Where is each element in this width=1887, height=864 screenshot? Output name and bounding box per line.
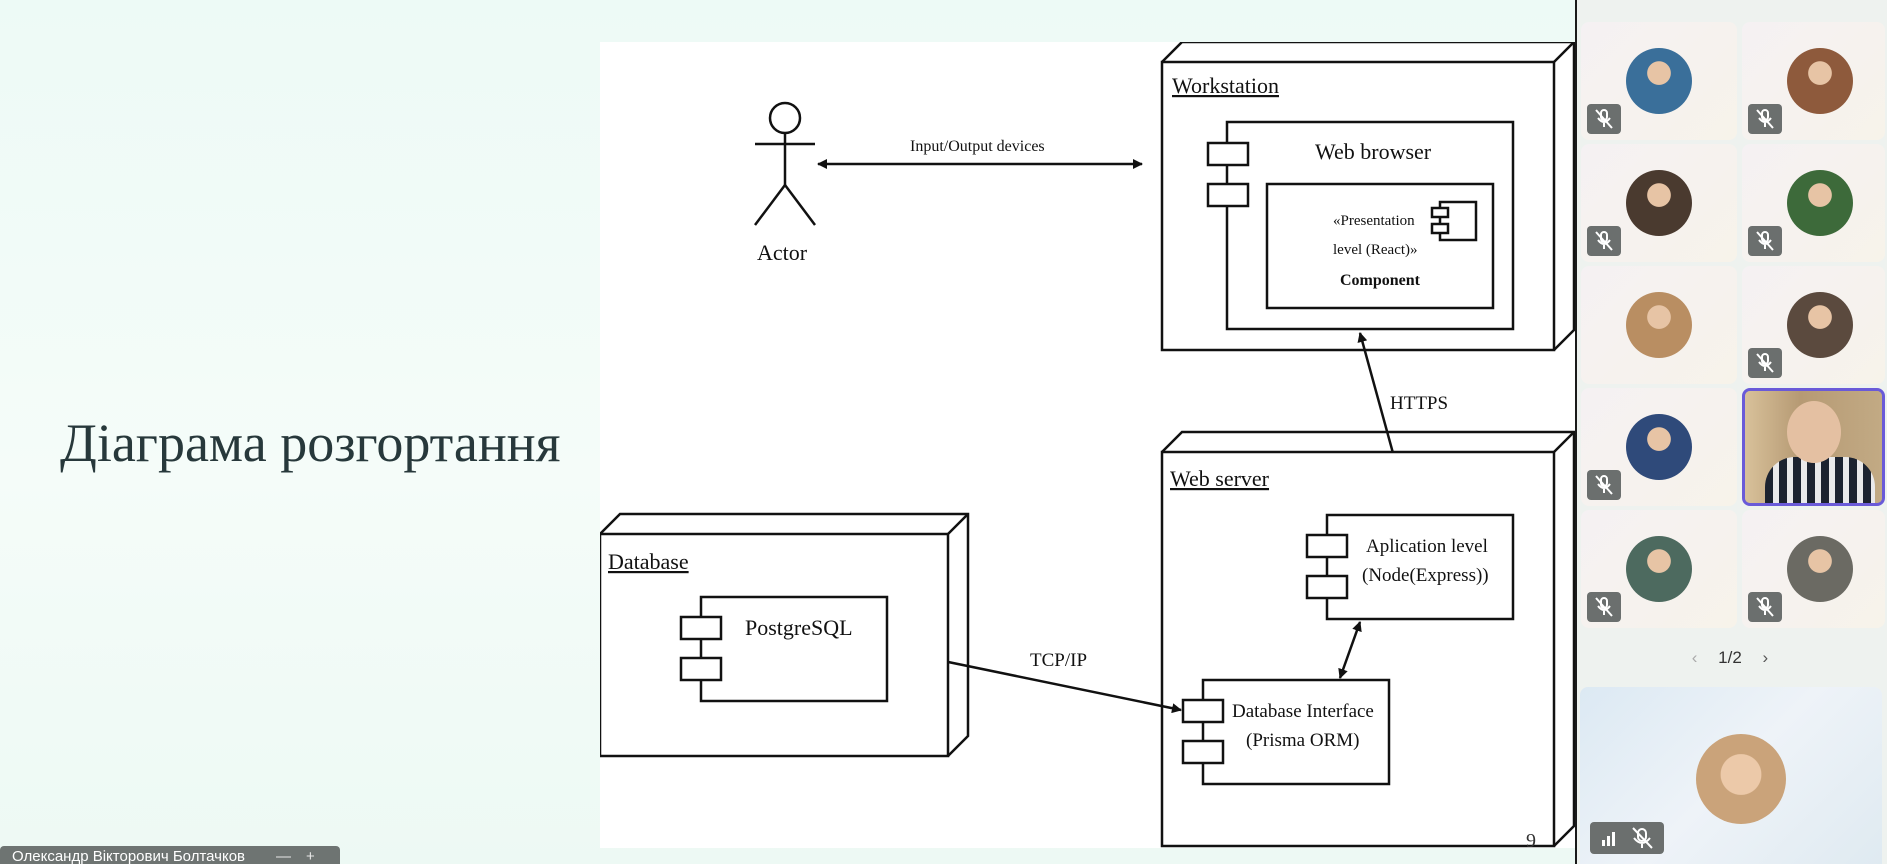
video-shirt xyxy=(1765,457,1875,503)
mic-muted-icon[interactable] xyxy=(1748,592,1782,622)
avatar-man-young xyxy=(1787,292,1853,358)
presentation-component xyxy=(1265,182,1495,310)
participant-tile[interactable] xyxy=(1581,510,1737,628)
mic-muted-icon[interactable] xyxy=(1748,104,1782,134)
database-label: Database xyxy=(608,549,689,574)
self-video-tile[interactable] xyxy=(1580,687,1882,864)
mic-muted-icon xyxy=(1632,827,1653,849)
avatar-woman-dark xyxy=(1626,170,1692,236)
pager-next-button[interactable]: › xyxy=(1762,648,1769,667)
dbi-line1: Database Interface xyxy=(1232,701,1374,722)
signal-and-mic-icons xyxy=(1602,827,1653,849)
deployment-diagram: Actor Input/Output devices Workstation W… xyxy=(600,42,1575,848)
expand-button[interactable]: + xyxy=(306,848,315,864)
actor-label: Actor xyxy=(757,240,808,265)
workstation-label: Workstation xyxy=(1172,73,1279,98)
participant-tile[interactable] xyxy=(1581,266,1737,384)
participant-tile[interactable] xyxy=(1581,22,1737,140)
participant-tile[interactable] xyxy=(1742,510,1885,628)
mic-muted-icon[interactable] xyxy=(1587,470,1621,500)
io-label: Input/Output devices xyxy=(910,138,1045,155)
self-avatar xyxy=(1696,734,1786,824)
signal-icon xyxy=(1602,832,1615,846)
deployment-diagram-svg: Actor Input/Output devices Workstation W… xyxy=(600,42,1575,848)
speaker-name-bar: Олександр Вікторович Болтачков — + xyxy=(0,846,340,864)
actor-figure xyxy=(754,101,816,226)
dbi-line2: (Prisma ORM) xyxy=(1246,730,1359,751)
pager-prev-button[interactable]: ‹ xyxy=(1691,648,1698,667)
participant-tile[interactable] xyxy=(1742,144,1885,262)
presentation-line1: «Presentation xyxy=(1333,213,1415,229)
participant-tile[interactable] xyxy=(1742,22,1885,140)
tcpip-label: TCP/IP xyxy=(1030,650,1087,671)
application-component xyxy=(1305,513,1515,621)
avatar-man-lake xyxy=(1626,536,1692,602)
slide-title: Діаграма розгортання xyxy=(60,413,561,473)
app-dbi-arrow xyxy=(1338,621,1362,679)
avatar-woman-hall xyxy=(1787,536,1853,602)
avatar-woman-garden xyxy=(1787,170,1853,236)
avatar-woman-glasses xyxy=(1626,292,1692,358)
pager-label: 1/2 xyxy=(1718,648,1742,667)
participant-tile[interactable] xyxy=(1581,144,1737,262)
mic-muted-icon[interactable] xyxy=(1587,104,1621,134)
https-label: HTTPS xyxy=(1390,393,1448,414)
avatar-woman-redhair xyxy=(1787,48,1853,114)
postgresql-component xyxy=(679,595,889,703)
app-line1: Aplication level xyxy=(1366,536,1488,557)
mic-muted-icon[interactable] xyxy=(1748,226,1782,256)
participant-tile[interactable] xyxy=(1742,388,1885,506)
presentation-slide: Діаграма розгортання Actor Input/Output … xyxy=(0,0,1575,864)
presentation-line2: level (React)» xyxy=(1333,242,1418,258)
mic-muted-icon[interactable] xyxy=(1587,592,1621,622)
page-number: 9 xyxy=(1526,830,1536,852)
web-browser-label: Web browser xyxy=(1315,139,1432,164)
participant-tile[interactable] xyxy=(1742,266,1885,384)
avatar-man-cafe xyxy=(1626,414,1692,480)
mic-muted-icon[interactable] xyxy=(1587,226,1621,256)
database-interface-component xyxy=(1181,678,1391,786)
participant-tile[interactable] xyxy=(1581,388,1737,506)
mic-muted-icon[interactable] xyxy=(1748,348,1782,378)
minimize-button[interactable]: — xyxy=(276,848,291,864)
avatar-man-headset-video xyxy=(1745,391,1882,503)
postgresql-label: PostgreSQL xyxy=(745,615,853,640)
speaker-name: Олександр Вікторович Болтачков xyxy=(12,848,246,864)
web-server-label: Web server xyxy=(1170,466,1270,491)
video-person xyxy=(1787,401,1841,463)
app-line2: (Node(Express)) xyxy=(1362,565,1489,586)
avatar-person-outdoor xyxy=(1626,48,1692,114)
component-label: Component xyxy=(1340,272,1421,289)
participants-pager: ‹ 1/2 › xyxy=(1575,645,1885,671)
self-controls xyxy=(1590,822,1664,854)
